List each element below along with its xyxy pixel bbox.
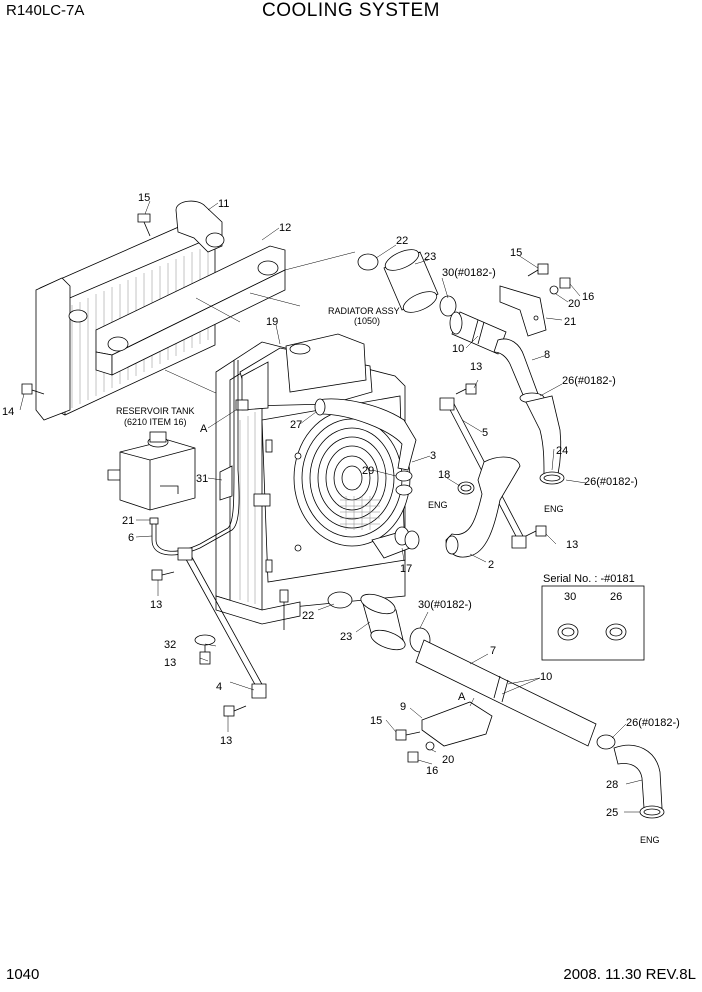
reservoir-tank-ref: (6210 ITEM 16): [124, 417, 187, 427]
reservoir-tank: [107, 431, 196, 511]
callout-15: 15: [138, 192, 150, 204]
callout-9: 9: [400, 701, 406, 713]
callout-5: 5: [482, 427, 488, 439]
callout-26-mid: 26(#0182-): [584, 476, 638, 488]
model-label: R140LC-7A: [6, 2, 85, 19]
callout-16-right: 16: [582, 291, 594, 303]
callout-18: 18: [438, 469, 450, 481]
inset-callout-26: 26: [610, 591, 622, 603]
clamp-18: [457, 481, 475, 495]
callout-16-bottom: 16: [426, 765, 438, 777]
callout-27: 27: [290, 419, 302, 431]
intercooler-hose: [175, 200, 225, 253]
callout-3: 3: [430, 450, 436, 462]
page-title: COOLING SYSTEM: [261, 0, 441, 21]
serial-number-label: Serial No. : -#0181: [543, 573, 635, 585]
revision-date: 2008. 11.30 REV.8L: [563, 966, 696, 983]
reservoir-tank-label: RESERVOIR TANK: [116, 406, 195, 416]
upper-hose-27: [314, 398, 417, 471]
view-a-label-top: A: [200, 423, 208, 435]
callout-20-right: 20: [568, 298, 580, 310]
callout-4: 4: [216, 681, 222, 693]
bottom-outlet: [371, 526, 420, 559]
callout-14: 14: [2, 406, 14, 418]
bolt-15-top: [137, 213, 151, 237]
callout-20-bottom: 20: [442, 754, 454, 766]
callout-19: 19: [266, 316, 278, 328]
callout-31: 31: [196, 473, 208, 485]
callout-15-bottom: 15: [370, 715, 382, 727]
lower-pipe-assembly: [327, 591, 665, 819]
bracket-31: [219, 465, 233, 501]
inset-callout-30: 30: [564, 591, 576, 603]
stay-rod-4: [177, 547, 267, 699]
callout-28: 28: [606, 779, 618, 791]
callout-10-bottom: 10: [540, 671, 552, 683]
eng-label-3: ENG: [640, 835, 660, 845]
callout-21: 21: [564, 316, 576, 328]
upper-pipe-assembly: [357, 249, 571, 485]
callout-2: 2: [488, 559, 494, 571]
eng-label-1: ENG: [544, 504, 564, 514]
callout-13-mid: 13: [164, 657, 176, 669]
eng-label-2: ENG: [428, 500, 448, 510]
callout-22-bottom: 22: [302, 610, 314, 622]
bolts-13: [151, 383, 547, 717]
callout-11: 11: [218, 198, 229, 210]
callout-26-top: 26(#0182-): [562, 375, 616, 387]
callout-24: 24: [556, 445, 568, 457]
callout-29: 29: [362, 465, 374, 477]
page-number: 1040: [6, 966, 40, 983]
callout-25: 25: [606, 807, 618, 819]
callout-26-bottom: 26(#0182-): [626, 717, 680, 729]
callout-labels: 15 11 12 14 22 23 30(#0182-) 15 16 20 21…: [2, 192, 680, 845]
callout-30-bottom: 30(#0182-): [418, 599, 472, 611]
callout-13-bottom: 13: [220, 735, 232, 747]
callout-23-bottom: 23: [340, 631, 352, 643]
callout-13-left: 13: [150, 599, 162, 611]
clamp-29: [395, 470, 413, 496]
washer-32: [194, 634, 216, 646]
callout-8: 8: [544, 349, 550, 361]
callout-7: 7: [490, 645, 496, 657]
radiator-assy-number: (1050): [354, 316, 380, 326]
callout-10-top: 10: [452, 343, 464, 355]
radiator-assy-label: RADIATOR ASSY: [328, 306, 400, 316]
callout-23: 23: [424, 251, 436, 263]
callout-30-top: 30(#0182-): [442, 267, 496, 279]
leader-lines: [19, 200, 643, 813]
air-duct-panel: [95, 245, 286, 376]
callout-13-right: 13: [566, 539, 578, 551]
callout-22: 22: [396, 235, 408, 247]
view-a-label-bottom: A: [458, 691, 466, 703]
bolt-14: [21, 383, 45, 395]
callout-17: 17: [400, 563, 412, 575]
callout-21-left: 21: [122, 515, 134, 527]
overflow-hose: [149, 360, 240, 556]
lower-hose-2: [445, 456, 521, 558]
callout-12: 12: [279, 222, 291, 234]
callout-15-right: 15: [510, 247, 522, 259]
callout-32: 32: [164, 639, 176, 651]
serial-inset: [541, 585, 645, 661]
reference-lines: [164, 251, 356, 395]
callout-13-top: 13: [470, 361, 482, 373]
callout-6: 6: [128, 532, 134, 544]
